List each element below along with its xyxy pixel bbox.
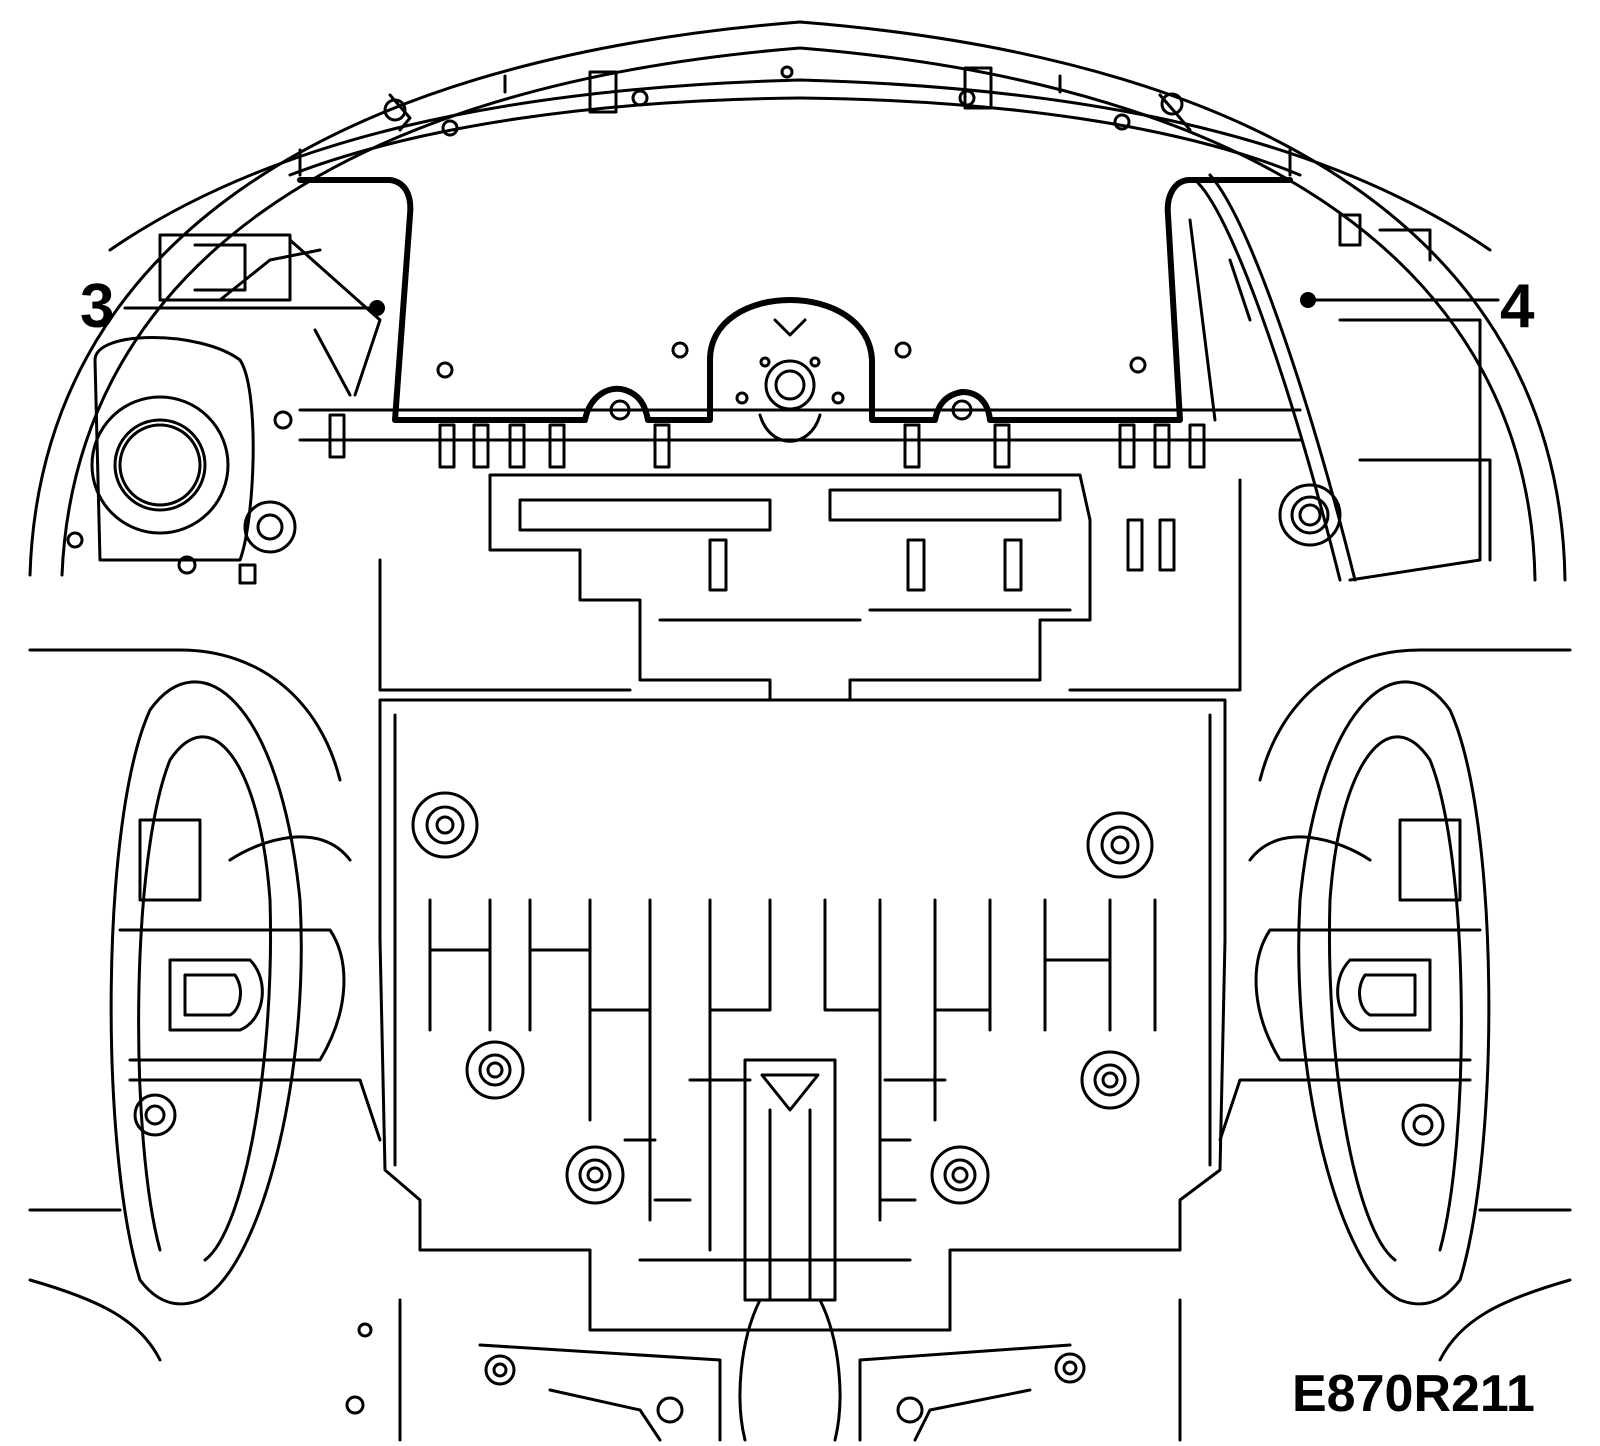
right-control-arm	[1218, 818, 1482, 1147]
cross-member-tabs	[328, 413, 1206, 469]
shield-ribs	[428, 898, 1157, 1252]
callout-leader-3	[123, 300, 385, 316]
callout-label-4: 4	[1500, 272, 1535, 341]
right-front-wheel	[1258, 648, 1572, 1306]
left-control-arm	[118, 818, 382, 1142]
callout-leader-4	[1300, 292, 1500, 308]
exhaust-tunnel	[638, 1058, 912, 1442]
figure-code: E870R211	[1292, 1365, 1535, 1423]
upper-cross-member	[288, 65, 1302, 177]
left-front-wheel	[28, 648, 342, 1306]
rear-subframe	[345, 1298, 1182, 1442]
left-engine-bay-components	[66, 233, 382, 585]
upper-splash-shield	[297, 177, 1293, 443]
lower-splash-shield	[378, 698, 1227, 1332]
chassis-side-lines	[28, 1208, 1572, 1362]
right-engine-bay-components	[1188, 173, 1492, 582]
engine-cross-member	[298, 408, 1302, 702]
callout-label-3: 3	[80, 272, 115, 341]
